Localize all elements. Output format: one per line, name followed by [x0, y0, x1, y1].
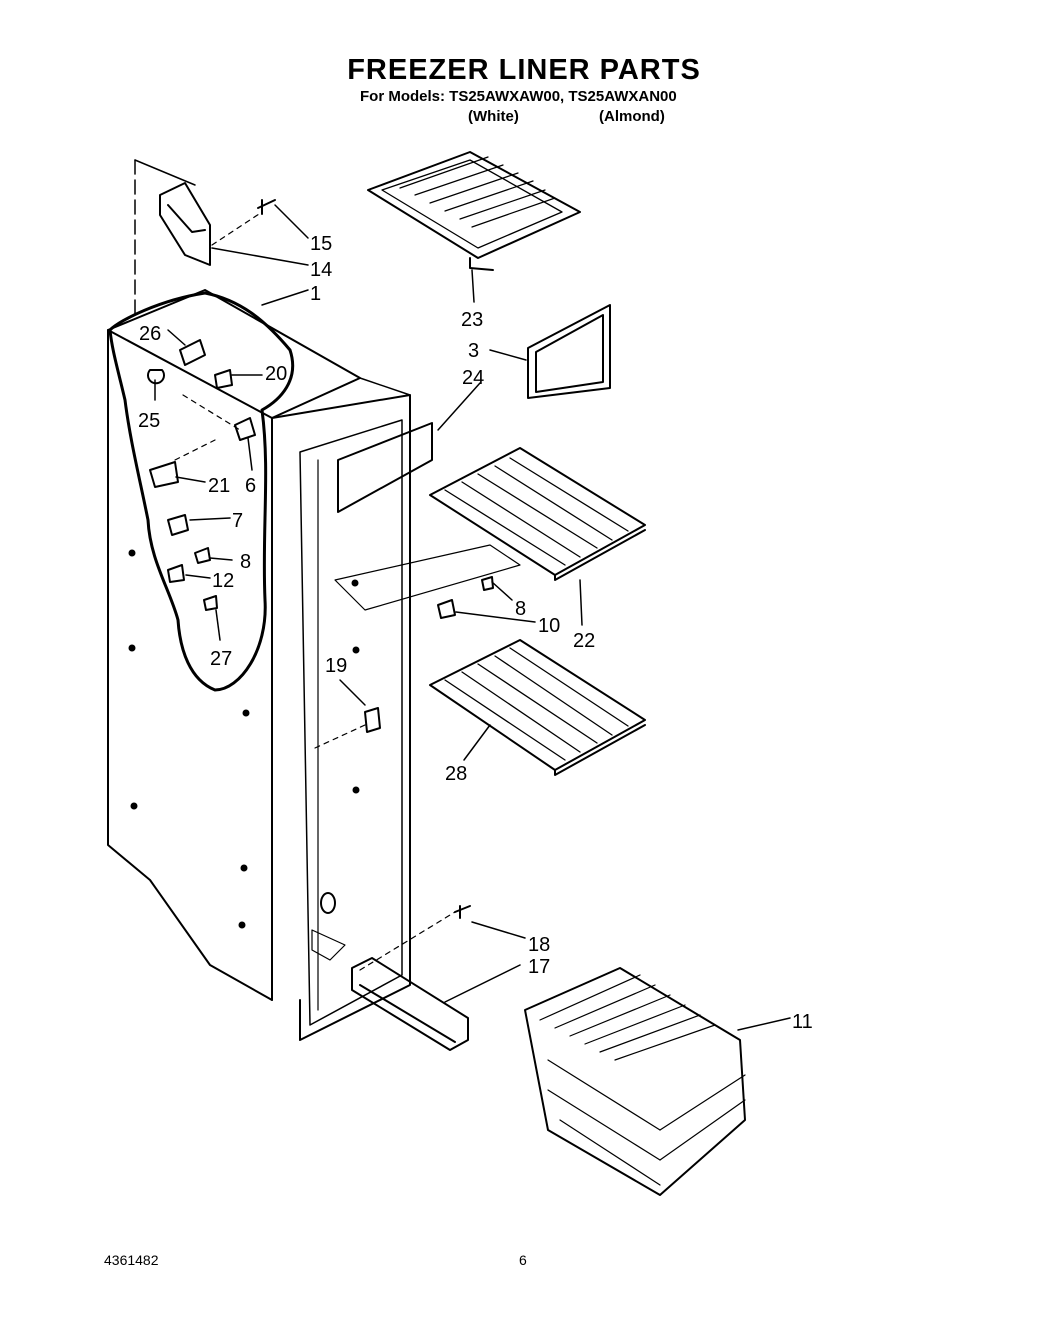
screw-part-18	[454, 905, 471, 919]
component-21	[149, 461, 179, 488]
callout-18: 18	[528, 934, 550, 956]
wire-shelf-part-22	[429, 447, 646, 581]
models-line: For Models: TS25AWXAW00, TS25AWXAN00	[360, 88, 677, 105]
callout-8-right: 8	[515, 598, 526, 620]
callout-24: 24	[462, 367, 484, 389]
callout-15: 15	[310, 233, 332, 255]
component-19	[364, 707, 381, 733]
screw-part-15	[257, 199, 276, 215]
callout-7: 7	[232, 510, 243, 532]
bracket-part-14	[159, 182, 211, 266]
wire-shelf-part-28	[429, 639, 646, 776]
component-10	[437, 599, 456, 619]
document-number: 4361482	[104, 1252, 159, 1268]
component-26	[179, 339, 206, 366]
callout-8-left: 8	[240, 551, 251, 573]
component-7	[167, 514, 189, 536]
callout-21: 21	[208, 475, 230, 497]
component-6	[234, 417, 256, 441]
page-title: FREEZER LINER PARTS	[347, 54, 701, 86]
callout-20: 20	[265, 363, 287, 385]
callout-27: 27	[210, 648, 232, 670]
callout-11: 11	[792, 1011, 813, 1033]
callout-19: 19	[325, 655, 347, 677]
bulb-25	[147, 369, 165, 385]
component-27	[203, 595, 218, 611]
component-8-right	[481, 576, 494, 591]
kick-strip-part-17	[351, 957, 469, 1051]
variant-white: (White)	[468, 108, 519, 125]
page-number: 6	[519, 1252, 527, 1268]
component-8-left	[194, 547, 211, 564]
shelf-tray-part-23	[367, 151, 581, 271]
basket-part-11	[524, 967, 746, 1196]
component-20	[214, 369, 233, 389]
variant-almond: (Almond)	[599, 108, 665, 125]
freezer-liner-body	[107, 289, 411, 1041]
callout-23: 23	[461, 309, 483, 331]
callout-1: 1	[310, 283, 321, 305]
callout-22: 22	[573, 630, 595, 652]
callout-10: 10	[538, 615, 560, 637]
callout-3: 3	[468, 340, 479, 362]
callout-6: 6	[245, 475, 256, 497]
callout-26: 26	[139, 323, 161, 345]
callout-28: 28	[445, 763, 467, 785]
component-12	[167, 564, 185, 583]
callout-12: 12	[212, 570, 234, 592]
callout-17: 17	[528, 956, 550, 978]
strip-part-24	[337, 422, 433, 513]
callout-25: 25	[138, 410, 160, 432]
callout-14: 14	[310, 259, 332, 281]
panel-part-3	[527, 304, 611, 399]
